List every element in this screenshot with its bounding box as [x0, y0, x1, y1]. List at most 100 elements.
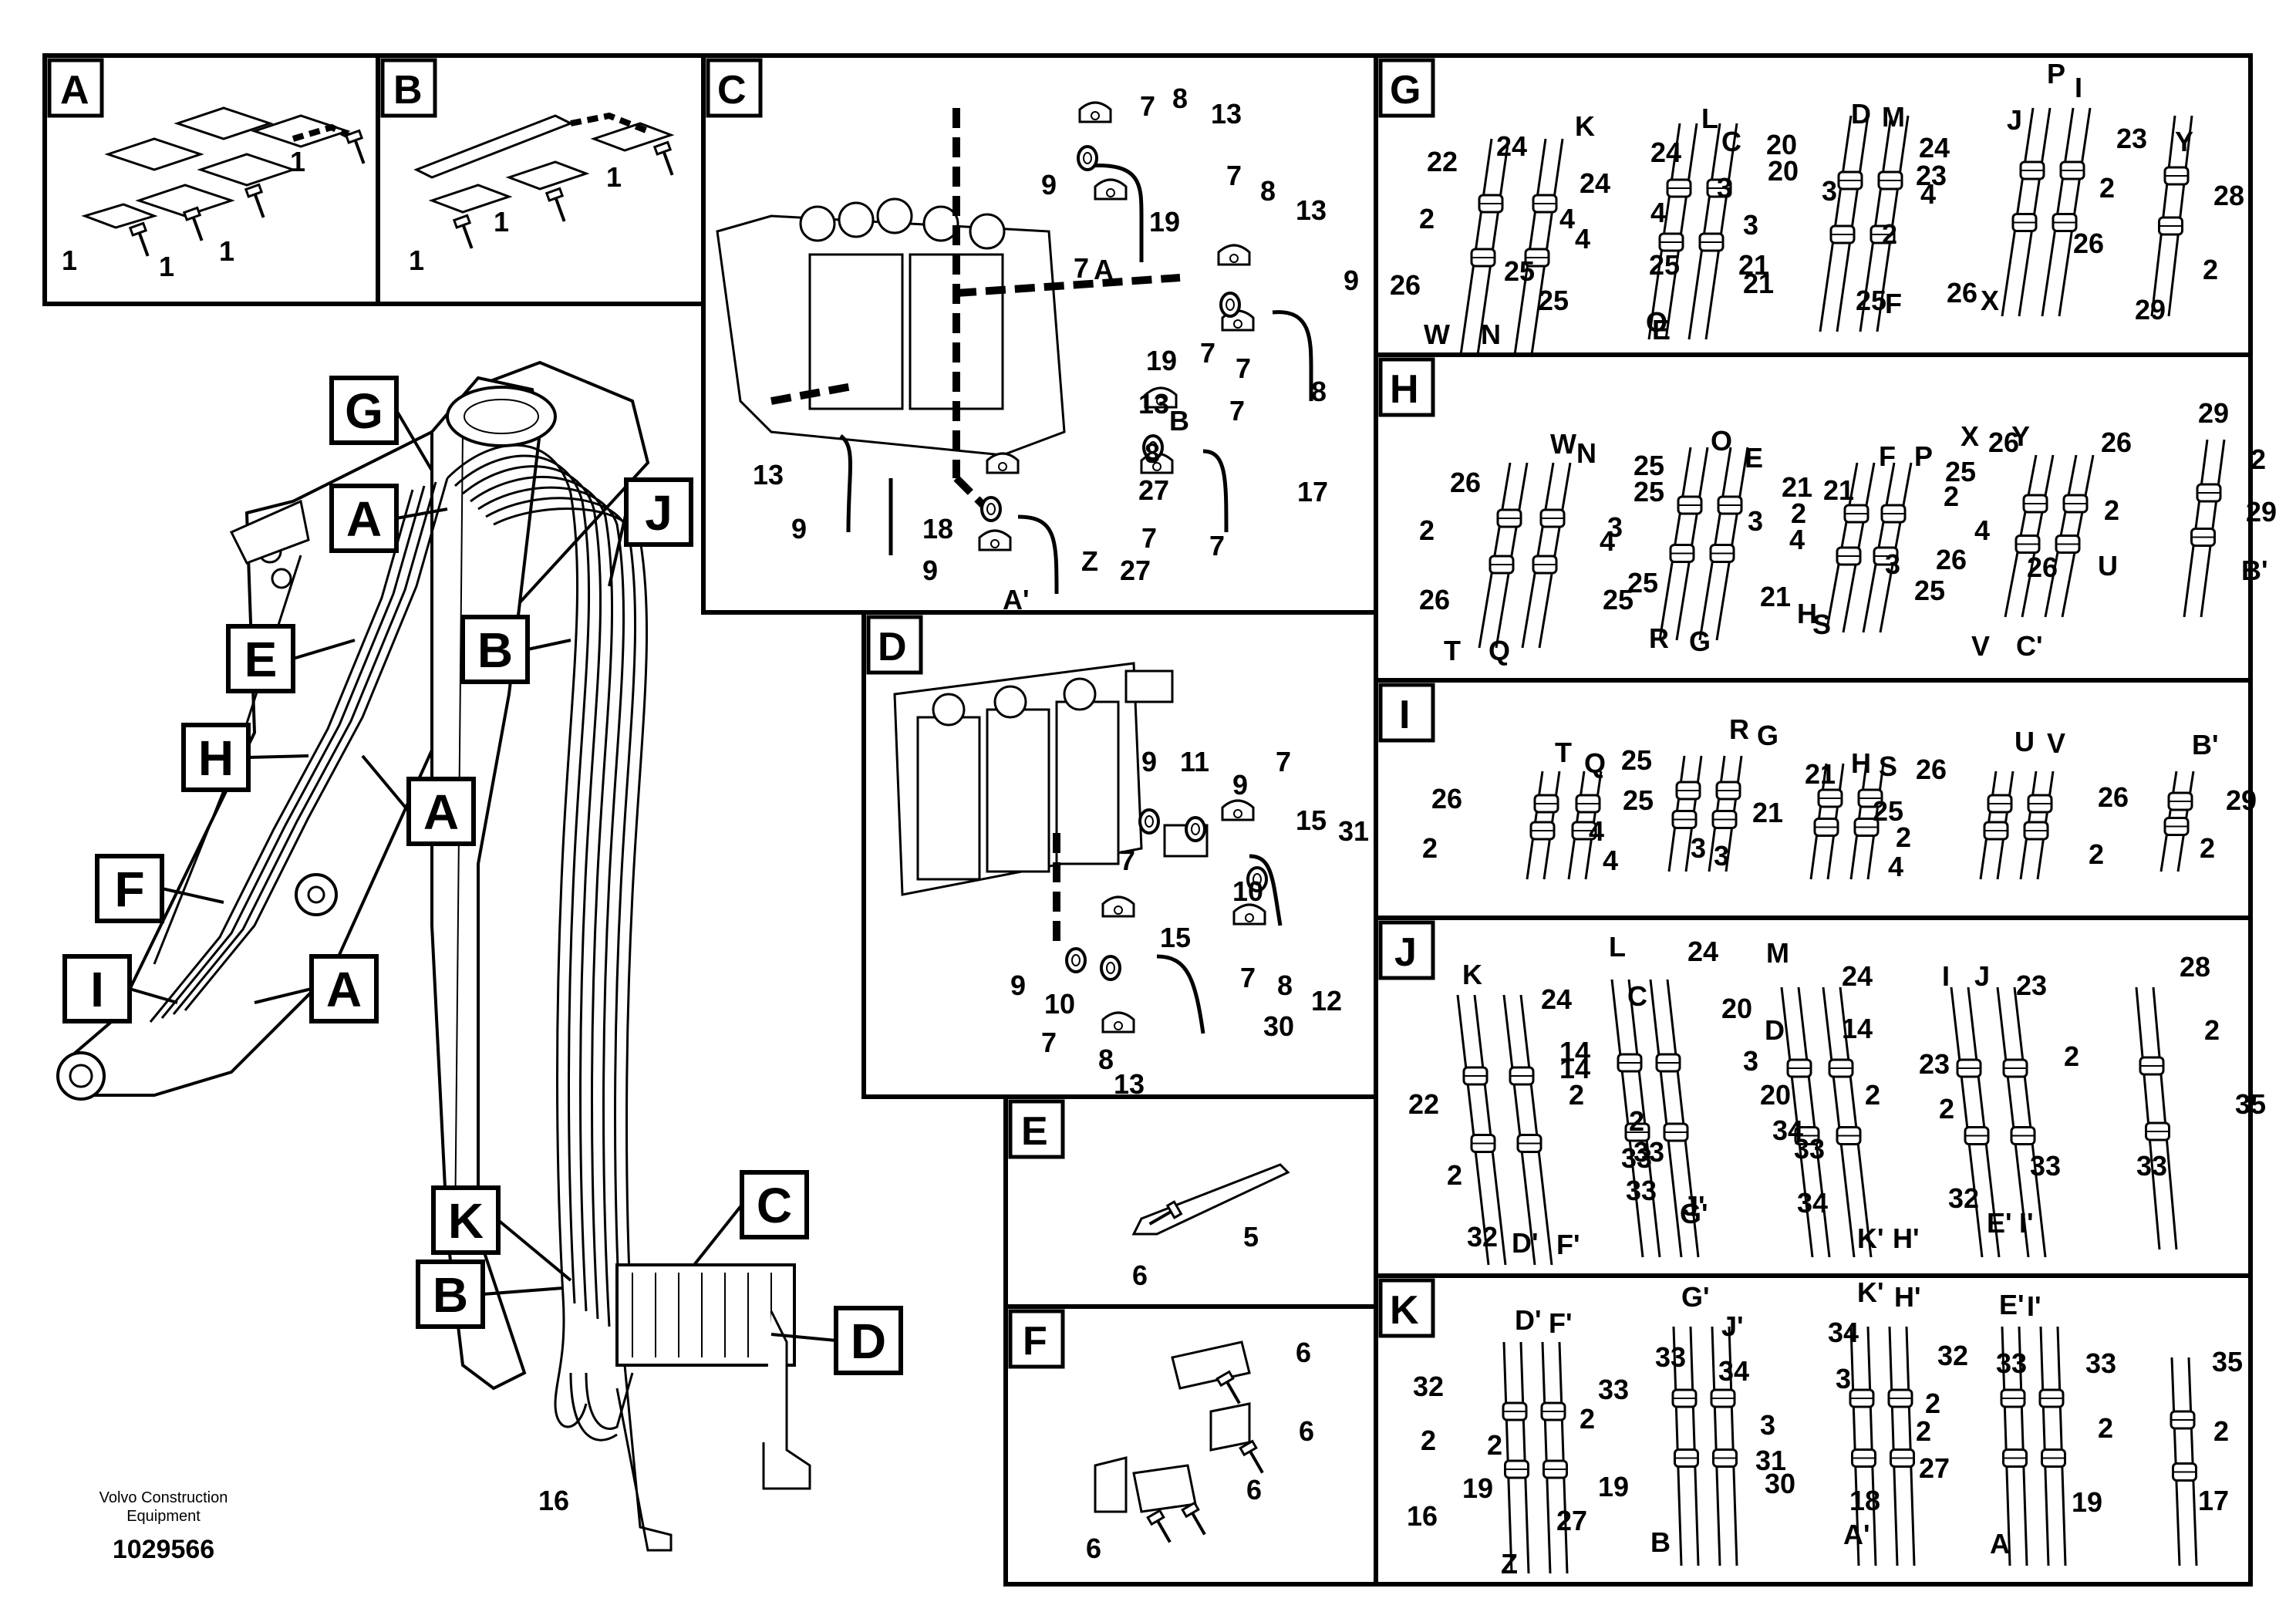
part-number: 22: [1408, 1088, 1439, 1120]
part-number: 33: [2136, 1150, 2167, 1182]
part-number: 6: [1296, 1337, 1311, 1368]
hose-fitting: [2000, 1326, 2028, 1566]
part-number: 25: [1633, 450, 1664, 481]
boom-callout-label: B: [477, 622, 513, 678]
part-number: 21: [1760, 581, 1791, 612]
part-number: 33: [1598, 1374, 1629, 1405]
part-number: C': [2016, 630, 2043, 662]
part-number: Q: [1584, 747, 1606, 779]
hose-fitting: [2019, 771, 2055, 880]
panel-c-art: [716, 101, 1313, 595]
part-number: 29: [2226, 784, 2257, 816]
hose-fitting: [1862, 462, 1913, 633]
part-number: 25: [1538, 285, 1569, 316]
part-number: 8: [1098, 1044, 1114, 1075]
boom-callout-label: A: [423, 784, 459, 840]
panel-letters: A B C D E F G H I J K: [47, 58, 1435, 1369]
part-number: G: [1757, 720, 1778, 751]
part-number: 23: [2016, 969, 2047, 1001]
part-number: K': [1857, 1222, 1884, 1254]
part-number: 26: [2073, 228, 2104, 259]
part-number: A: [1990, 1528, 2010, 1560]
part-number: 24: [1842, 960, 1873, 992]
hose-fitting: [1825, 462, 1876, 633]
part-number: 6: [1299, 1415, 1314, 1447]
part-number: G': [1681, 1281, 1710, 1313]
part-number: Z: [1501, 1548, 1518, 1580]
part-number: 2: [2250, 443, 2266, 475]
part-number: 23: [1919, 1048, 1950, 1080]
part-number: 34: [1797, 1187, 1828, 1219]
part-number: 33: [1996, 1347, 2027, 1379]
part-number: 26: [1916, 754, 1947, 785]
hose-fitting: [1502, 994, 1553, 1266]
part-number: 7: [1200, 337, 1215, 369]
part-number: 13: [1114, 1068, 1145, 1100]
part-number: 7: [1226, 160, 1242, 191]
part-number: 4: [1650, 197, 1666, 228]
part-number: K: [1462, 959, 1482, 990]
part-number: B: [1650, 1526, 1671, 1558]
part-number: W: [1550, 428, 1576, 460]
hose-fitting: [2135, 986, 2178, 1250]
part-number: 32: [1948, 1182, 1979, 1214]
hose-fitting: [1822, 986, 1873, 1258]
part-number: Y: [2011, 420, 2030, 452]
hose-fitting: [1996, 986, 2047, 1258]
part-number: 24: [1687, 936, 1718, 967]
part-number: D: [1851, 98, 1871, 130]
part-number: H': [1894, 1281, 1921, 1313]
part-number: 25: [1623, 784, 1654, 816]
part-number: 8: [1260, 175, 1276, 207]
part-number: 31: [1338, 815, 1369, 847]
part-number: 25: [1649, 249, 1680, 281]
part-number: 2: [1791, 497, 1806, 529]
part-number: 23: [2116, 123, 2147, 154]
part-number: 4: [1600, 525, 1615, 557]
part-number: 7: [1276, 746, 1291, 777]
part-number: 8: [1277, 969, 1293, 1001]
part-number: 1: [62, 244, 77, 276]
part-number: 21: [1752, 797, 1783, 828]
part-number: 2: [1580, 1403, 1595, 1435]
part-number: 26: [1988, 427, 2019, 458]
part-number: 24: [1919, 132, 1950, 164]
part-number: 19: [2072, 1486, 2102, 1518]
boom-callout: A: [361, 754, 476, 846]
part-number: 19: [1149, 206, 1180, 238]
part-number: 24: [1541, 983, 1572, 1015]
part-number: 6: [1246, 1474, 1262, 1506]
hose-fitting: [1459, 138, 1510, 356]
boom-callout-label: E: [244, 632, 278, 687]
boom-callout-label: G: [345, 383, 383, 439]
part-number: 2: [1939, 1093, 1954, 1125]
boom-callout-label: B: [433, 1267, 468, 1323]
part-number: 19: [1462, 1472, 1493, 1504]
part-number: 2: [1925, 1388, 1940, 1419]
part-number: F: [1885, 288, 1902, 319]
part-number: 25: [1603, 584, 1633, 615]
part-number: 29: [2135, 294, 2166, 325]
part-number: 2: [2203, 254, 2218, 285]
part-number: 9: [791, 513, 807, 545]
part-number: H': [1893, 1222, 1920, 1254]
part-number: 2: [1487, 1429, 1502, 1461]
hose-fitting: [1671, 1326, 1700, 1566]
part-number: 26: [1450, 467, 1481, 498]
part-number: T: [1444, 635, 1461, 666]
part-number: 3: [1714, 840, 1729, 872]
part-number: 9: [922, 555, 938, 586]
part-number: 26: [1419, 584, 1450, 615]
publisher-line-1: Volvo Construction: [99, 1489, 228, 1506]
part-number: 23: [1916, 160, 1947, 191]
part-number: C: [1627, 980, 1647, 1012]
part-number: 7: [1209, 530, 1225, 561]
part-number: 27: [1138, 474, 1169, 506]
part-number: I': [2019, 1207, 2034, 1239]
part-number: E': [1999, 1289, 2025, 1320]
hose-fitting: [1647, 123, 1698, 340]
hose-fitting: [1849, 763, 1885, 880]
hose-fitting: [1698, 447, 1749, 641]
panel-e-art: [1131, 1163, 1290, 1236]
part-number: 27: [1556, 1505, 1587, 1536]
